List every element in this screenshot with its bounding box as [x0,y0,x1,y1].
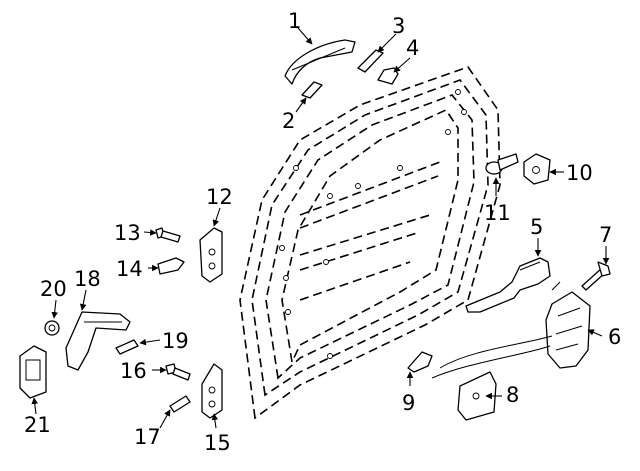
check-bracket [19,345,47,399]
callout-8: 8 [506,383,519,407]
callout-5: 5 [530,215,543,239]
hinge-bolt-middle [157,257,185,275]
door-mounting-holes [279,89,467,359]
callout-16: 16 [120,359,147,383]
callout-10: 10 [566,161,593,185]
handle-frame-bracket [465,257,551,313]
callout-21: 21 [24,413,51,437]
hinge-bolt-bottom [169,395,191,413]
leader-arrows [31,27,610,429]
hinge-bolt-lower [165,363,191,381]
check-bolt [115,339,139,355]
callout-6: 6 [608,325,621,349]
callout-7: 7 [599,223,612,247]
callout-labels: 1 2 3 4 5 6 7 8 9 10 11 12 13 14 15 16 1… [24,9,621,455]
striker-cover [523,153,551,185]
callout-17: 17 [134,425,161,449]
callout-2: 2 [282,109,295,133]
handle-cap [301,81,323,99]
callout-12: 12 [206,185,233,209]
callout-9: 9 [402,391,415,415]
outside-door-handle [284,39,356,85]
striker-bolt [485,153,519,175]
callout-14: 14 [116,257,143,281]
lock-guard-bracket [457,371,497,421]
lock-bolt [581,261,611,291]
door-check-arm [65,311,131,371]
callout-13: 13 [114,221,141,245]
callout-1: 1 [288,9,301,33]
rod-clip [407,351,433,373]
callout-19: 19 [162,329,189,353]
callout-18: 18 [74,267,101,291]
handle-pad [357,49,384,73]
door-lock-assembly [431,281,591,379]
callout-15: 15 [204,431,231,455]
callout-11: 11 [484,201,511,225]
callout-4: 4 [406,36,419,60]
lower-hinge [201,363,223,419]
callout-3: 3 [392,14,405,38]
upper-hinge [199,227,223,283]
door-shell-outline [239,66,501,420]
hinge-bolt-upper [155,227,181,243]
check-nut [44,320,60,336]
callout-20: 20 [40,277,67,301]
